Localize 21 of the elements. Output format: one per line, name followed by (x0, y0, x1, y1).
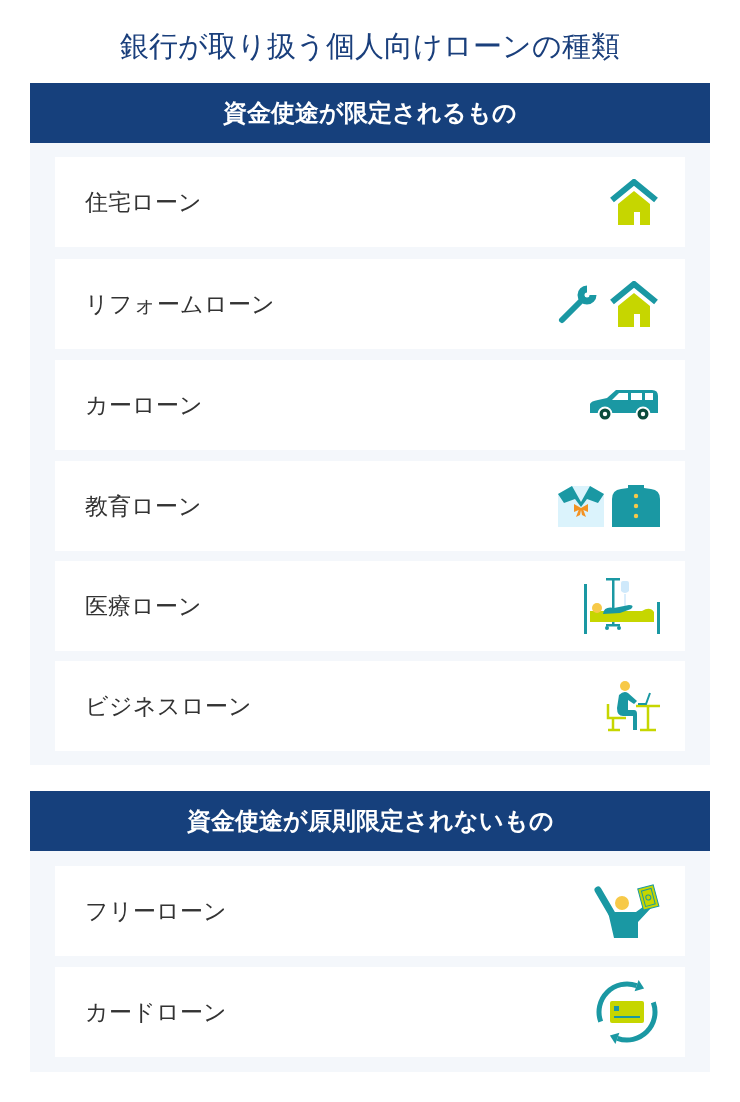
loan-name: 教育ローン (85, 491, 202, 521)
loan-card (55, 561, 685, 651)
loan-name: フリーローン (85, 896, 227, 926)
loan-card (55, 157, 685, 247)
loan-name: ビジネスローン (85, 691, 252, 721)
loan-name: 住宅ローン (85, 187, 202, 217)
loan-name: リフォームローン (85, 289, 275, 319)
loan-card (55, 967, 685, 1057)
loan-card (55, 360, 685, 450)
section-heading: 資金使途が原則限定されないもの (30, 791, 710, 851)
section-panel (30, 83, 710, 765)
diagram-title: 銀行が取り扱う個人向けローンの種類 (120, 28, 620, 65)
loan-card (55, 259, 685, 349)
loan-name: カーローン (85, 390, 203, 420)
loan-name: 医療ローン (85, 591, 202, 621)
loan-card (55, 661, 685, 751)
section-heading: 資金使途が限定されるもの (30, 83, 710, 143)
loan-card (55, 866, 685, 956)
section-panel (30, 791, 710, 1072)
loan-card (55, 461, 685, 551)
loan-name: カードローン (85, 997, 227, 1027)
